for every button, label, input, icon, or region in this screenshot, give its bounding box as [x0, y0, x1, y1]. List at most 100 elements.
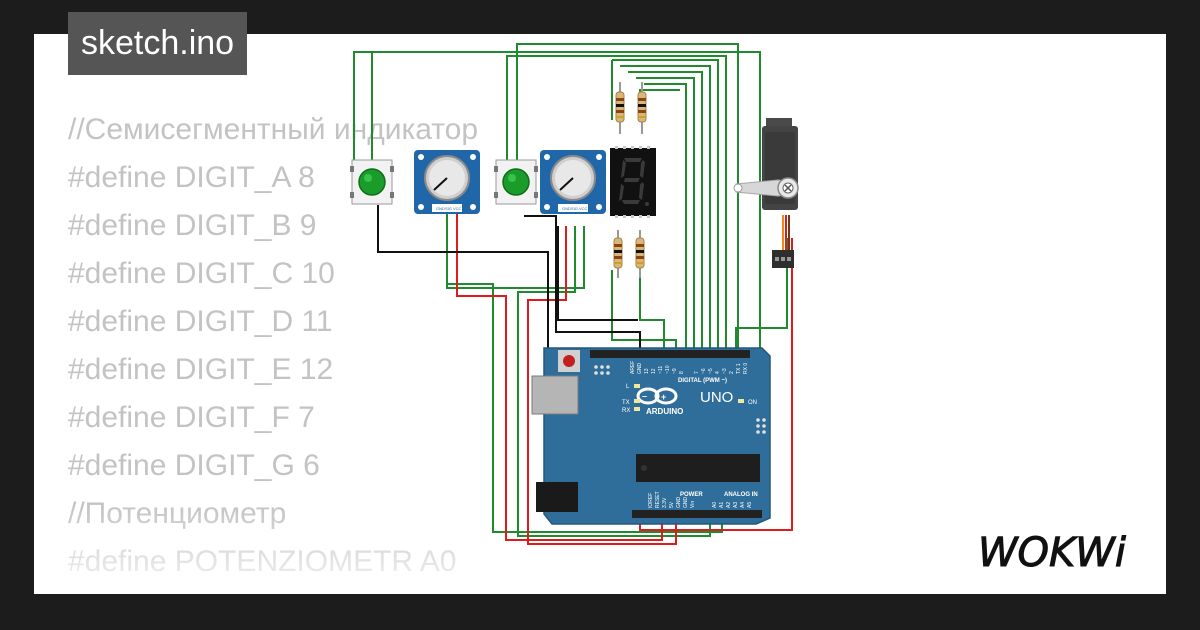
wire-green	[446, 212, 723, 533]
pin-label: GND	[637, 363, 643, 375]
code-line: #define DIGIT_G 6	[68, 449, 320, 482]
pin-label: IOREF	[648, 493, 654, 508]
pin-label: A3	[733, 502, 739, 508]
segments	[619, 158, 649, 206]
arduino-uno-board[interactable]: AREF GND 13 12 ~11 ~10 ~9 8 7 ~6 ~5 4 ~3…	[531, 347, 771, 525]
pin-label: 8	[679, 371, 685, 374]
wire-green	[516, 43, 739, 358]
pot-pin-label: VCC	[579, 206, 588, 211]
wire-green	[506, 55, 727, 358]
icsp-header	[594, 365, 766, 434]
led-on-label: ON	[748, 400, 757, 406]
code-line: #define DIGIT_E 12	[68, 353, 334, 386]
board-brand: ARDUINO	[646, 407, 683, 416]
atmega-chip	[636, 454, 760, 482]
wokwi-logo: WOKWi	[978, 530, 1127, 577]
pin-label: RX 0	[743, 363, 749, 374]
resistor	[637, 82, 647, 134]
analog-label: ANALOG IN	[724, 492, 758, 498]
resistors-top	[615, 82, 647, 134]
wire-black	[524, 215, 641, 358]
display-pins	[615, 146, 650, 218]
pot-pin-label: SIG	[571, 206, 578, 211]
pin-label: A5	[747, 502, 753, 508]
wokwi-logo-text: WOKWi	[978, 530, 1126, 576]
pin-label: A1	[719, 502, 725, 508]
pin-label: 2	[729, 371, 735, 374]
seven-segment-display[interactable]	[610, 146, 656, 218]
board-model: UNO	[700, 389, 733, 406]
pot-pin-label: GND	[562, 206, 571, 211]
power-label: POWER	[680, 492, 703, 498]
potentiometer-1[interactable]: GND SIG VCC	[414, 150, 480, 214]
usb-port	[531, 375, 579, 415]
analog-header	[632, 510, 762, 518]
pot-pin-label: SIG	[445, 206, 452, 211]
wire-red	[527, 226, 677, 545]
pin-label: ~10	[665, 365, 671, 374]
led-rx-label: RX	[622, 408, 630, 414]
wire-green	[611, 270, 677, 358]
pin-label: ~6	[701, 368, 707, 374]
pin-label: 7	[694, 371, 700, 374]
wire-green	[639, 270, 665, 358]
pin-label: AREF	[630, 361, 636, 374]
digital-label: DIGITAL (PWM ~)	[678, 378, 727, 384]
pin-label: A0	[712, 502, 718, 508]
servo-motor[interactable]	[733, 118, 799, 268]
push-button-2[interactable]	[494, 159, 538, 205]
power-jack	[536, 482, 578, 512]
wire-green	[735, 238, 788, 358]
wire-red	[456, 212, 663, 541]
bottom-pin-labels: IOREF RESET 3.3V 5V GND GND Vin A0 A1 A2…	[648, 491, 753, 508]
arduino-logo: – +	[636, 387, 678, 405]
code-line: #define POTENZIOMETR A0	[68, 545, 457, 578]
pin-label: 12	[651, 368, 657, 374]
led-l-label: L	[626, 384, 630, 390]
code-line: #define DIGIT_C 10	[68, 257, 335, 290]
resistor	[615, 82, 625, 134]
file-name-tab[interactable]: sketch.ino	[68, 12, 248, 75]
wire-green	[620, 65, 711, 358]
svg-text:+: +	[661, 392, 666, 402]
top-pin-labels: AREF GND 13 12 ~11 ~10 ~9 8 7 ~6 ~5 4 ~3…	[630, 361, 749, 374]
wire-green	[628, 71, 703, 358]
resistor	[613, 230, 623, 278]
code-line: #define DIGIT_B 9	[68, 209, 317, 242]
pin-label: ~3	[722, 368, 728, 374]
pin-label: A4	[740, 502, 746, 508]
pin-label: ~9	[672, 368, 678, 374]
pot-pin-label: GND	[436, 206, 445, 211]
pin-label: 13	[644, 368, 650, 374]
wire-green	[517, 226, 711, 537]
push-button-1[interactable]	[350, 159, 394, 205]
pin-label: GND	[683, 497, 689, 509]
wire-green	[446, 212, 585, 289]
potentiometer-2[interactable]: GND SIG VCC	[540, 150, 606, 214]
pin-label: ~5	[708, 368, 714, 374]
wire-green	[612, 59, 719, 358]
pin-label: RESET	[655, 491, 661, 508]
svg-text:–: –	[642, 391, 647, 401]
wire-green	[636, 77, 695, 358]
code-editor: //Семисегментный индикатор #define DIGIT…	[68, 106, 478, 594]
pin-label: 3.3V	[662, 497, 668, 508]
wire-black	[557, 226, 638, 321]
pin-label: 4	[715, 371, 721, 374]
pin-label: ~11	[658, 366, 664, 374]
code-line: //Семисегментный индикатор	[68, 113, 479, 146]
pin-label: A2	[726, 502, 732, 508]
wire-green	[353, 51, 373, 165]
code-line: //Кнопки	[68, 586, 478, 594]
resistor	[635, 230, 645, 278]
pin-label: GND	[676, 497, 682, 509]
pin-label: 5V	[669, 501, 675, 508]
wires	[353, 43, 793, 545]
pin-label: Vin	[690, 501, 696, 508]
code-line: #define DIGIT_A 8	[68, 161, 315, 194]
code-line: #define DIGIT_F 7	[68, 401, 315, 434]
wire-green	[644, 83, 687, 358]
resistors-bottom	[613, 230, 645, 278]
pot-pin-label: VCC	[453, 206, 462, 211]
